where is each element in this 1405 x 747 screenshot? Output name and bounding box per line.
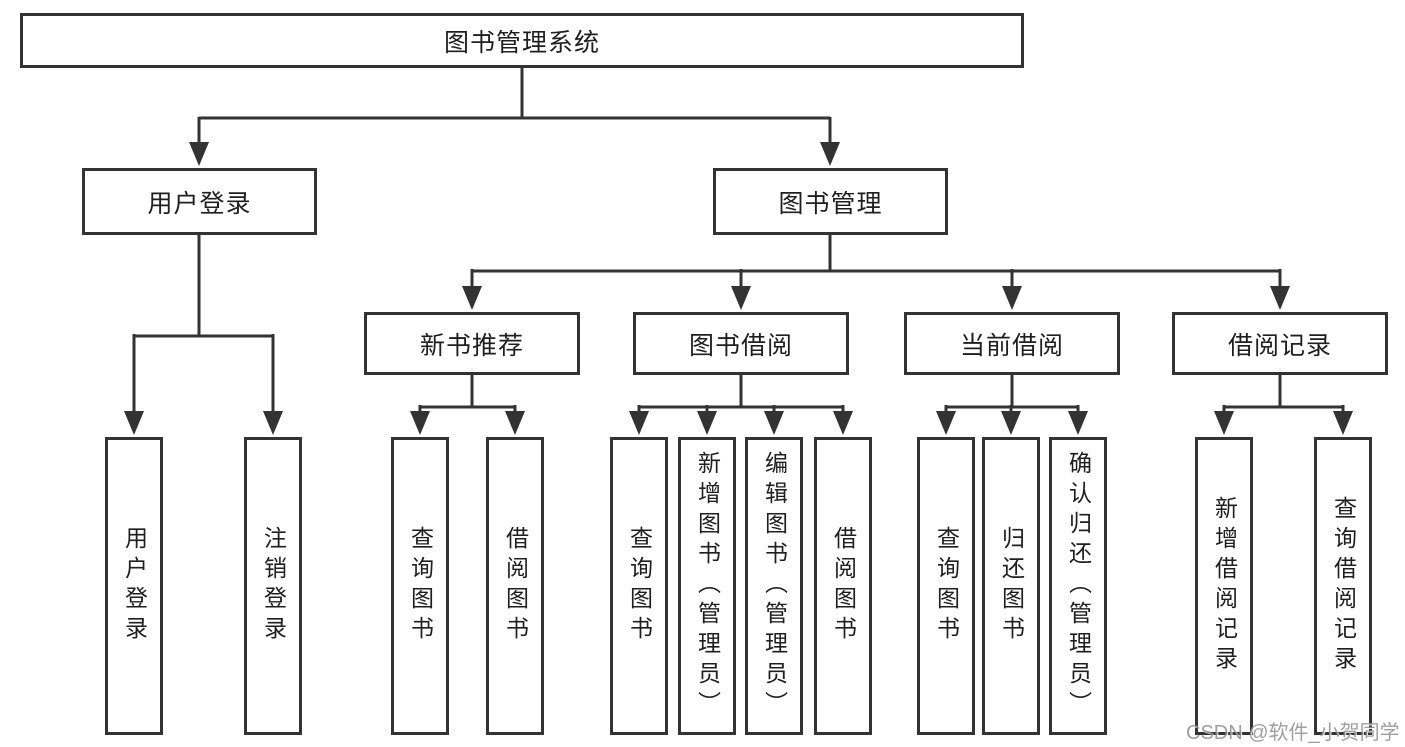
leaf-edit-book-admin: 编辑图书（管理员） (745, 437, 803, 735)
leaf-query-book: 查询图书 (917, 437, 975, 735)
leaf-query-borrow-record: 查询借阅记录 (1314, 437, 1372, 735)
node-borrow-records: 借阅记录 (1172, 312, 1388, 375)
leaf-add-book-admin: 新增图书（管理员） (678, 437, 736, 735)
csdn-watermark: CSDN @软件_小贺同学 (1186, 722, 1400, 744)
leaf-confirm-return-admin: 确认归还（管理员） (1049, 437, 1107, 735)
leaf-borrow-book: 借阅图书 (486, 437, 544, 735)
arrowheads (124, 142, 1353, 435)
leaf-logout-login: 注销登录 (244, 437, 302, 735)
node-book-borrow: 图书借阅 (633, 312, 849, 375)
node-current-borrow: 当前借阅 (904, 312, 1120, 375)
leaf-user-login: 用户登录 (105, 437, 163, 735)
leaf-query-book: 查询图书 (610, 437, 668, 735)
node-book-management: 图书管理 (713, 168, 948, 235)
node-library-management-system: 图书管理系统 (20, 13, 1024, 68)
node-user-login-branch: 用户登录 (82, 168, 317, 235)
leaf-return-book: 归还图书 (982, 437, 1040, 735)
node-new-book-recommendation: 新书推荐 (364, 312, 580, 375)
leaf-query-book: 查询图书 (391, 437, 449, 735)
leaf-borrow-book: 借阅图书 (814, 437, 872, 735)
leaf-add-borrow-record: 新增借阅记录 (1195, 437, 1253, 735)
